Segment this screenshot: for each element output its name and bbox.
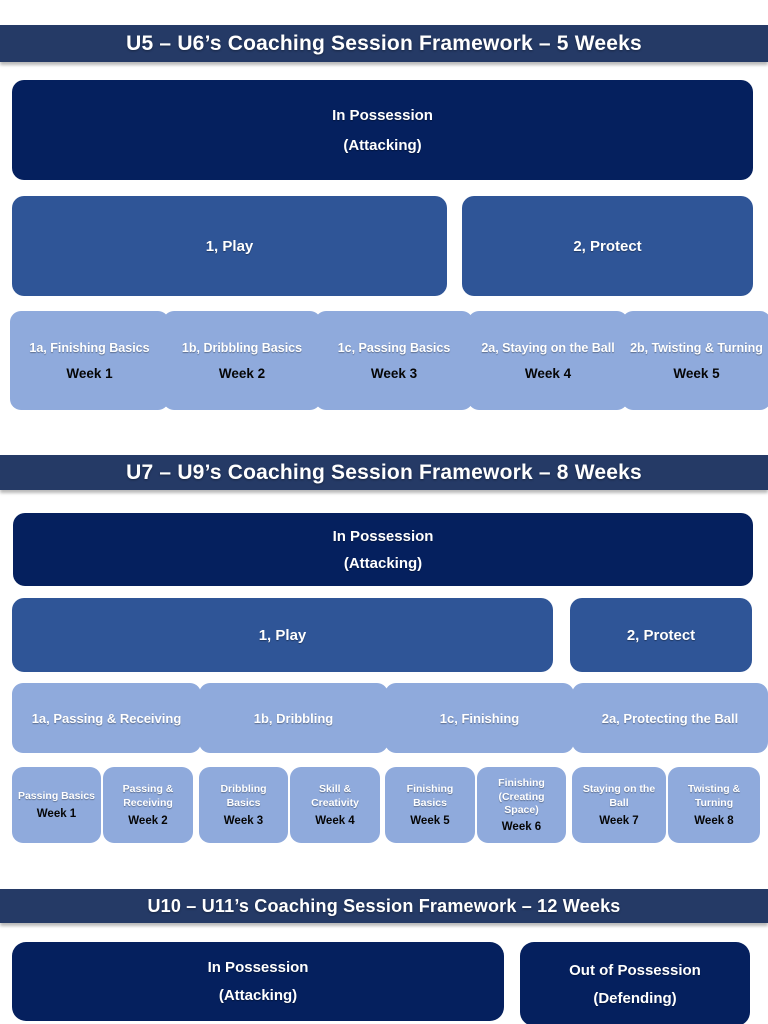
subgroup-box: 2a, Protecting the Ball xyxy=(572,683,768,753)
week-box-title: 1c, Passing Basics xyxy=(337,341,451,356)
week-label: Week 6 xyxy=(501,820,542,833)
subgroup-box: 1b, Dribbling xyxy=(199,683,388,753)
subgroup-box: 1a, Passing & Receiving xyxy=(12,683,201,753)
week-box-title: 2a, Staying on the Ball xyxy=(481,341,615,356)
group-box-protect-u5: 2, Protect xyxy=(462,196,753,296)
week-label: Week 3 xyxy=(223,815,264,828)
week-box-title: Dribbling Basics xyxy=(220,782,267,809)
group-box-protect-u7: 2, Protect xyxy=(570,598,752,672)
section-header-u5-u6: U5 – U6’s Coaching Session Framework – 5… xyxy=(0,25,768,62)
week-label: Week 4 xyxy=(315,815,355,828)
week-label: Week 3 xyxy=(370,365,418,381)
week-label: Week 5 xyxy=(673,365,720,381)
week-box: Finishing Basics Week 5 xyxy=(385,767,475,843)
week-box-title: 1a, Finishing Basics xyxy=(29,341,150,356)
week-box: 1b, Dribbling Basics Week 2 xyxy=(163,311,321,410)
phase-line-2: (Attacking) xyxy=(218,987,298,1004)
phase-line-2: (Attacking) xyxy=(343,136,422,154)
group-box-play-u5: 1, Play xyxy=(12,196,447,296)
week-box: Passing & Receiving Week 2 xyxy=(103,767,193,843)
week-box: 1c, Passing Basics Week 3 xyxy=(315,311,473,410)
week-box-title: Skill & Creativity xyxy=(311,782,359,809)
section-header-u7-u9: U7 – U9’s Coaching Session Framework – 8… xyxy=(0,455,768,490)
week-box: 2a, Staying on the Ball Week 4 xyxy=(468,311,628,410)
phase-line-2: (Defending) xyxy=(593,989,677,1007)
week-label: Week 1 xyxy=(36,808,77,821)
week-box-title: Finishing Basics xyxy=(406,782,454,809)
week-box-title: Twisting & Turning xyxy=(687,782,741,809)
phase-line-1: Out of Possession xyxy=(569,961,701,979)
week-box: 1a, Finishing Basics Week 1 xyxy=(10,311,169,410)
phase-line-1: In Possession xyxy=(332,527,434,545)
week-box-title: Finishing (Creating Space) xyxy=(498,777,545,817)
week-label: Week 2 xyxy=(218,365,266,381)
week-label: Week 7 xyxy=(599,815,639,828)
week-box-title: 1b, Dribbling Basics xyxy=(181,341,303,356)
week-box: Dribbling Basics Week 3 xyxy=(199,767,288,843)
week-box: Finishing (Creating Space) Week 6 xyxy=(477,767,566,843)
phase-box-out-of-possession-u10: Out of Possession (Defending) xyxy=(520,942,750,1024)
week-box: 2b, Twisting & Turning Week 5 xyxy=(622,311,768,410)
week-label: Week 5 xyxy=(410,815,450,828)
phase-box-in-possession-u10: In Possession (Attacking) xyxy=(12,942,504,1021)
group-box-play-u7: 1, Play xyxy=(12,598,553,672)
phase-line-1: In Possession xyxy=(207,959,309,976)
week-box: Staying on the Ball Week 7 xyxy=(572,767,666,843)
section-header-u10-u11: U10 – U11’s Coaching Session Framework –… xyxy=(0,889,768,923)
week-box: Passing Basics Week 1 xyxy=(12,767,101,843)
week-label: Week 1 xyxy=(66,365,113,381)
week-label: Week 4 xyxy=(524,365,572,381)
week-box-title: Staying on the Ball xyxy=(582,782,656,809)
phase-line-1: In Possession xyxy=(332,106,433,124)
week-box-title: Passing & Receiving xyxy=(122,782,174,809)
week-label: Week 8 xyxy=(694,815,734,828)
phase-box-in-possession-u7: In Possession (Attacking) xyxy=(13,513,753,586)
week-label: Week 2 xyxy=(128,815,168,828)
subgroup-box: 1c, Finishing xyxy=(385,683,574,753)
week-box-title: Passing Basics xyxy=(17,789,96,802)
phase-line-2: (Attacking) xyxy=(343,554,423,572)
week-box: Skill & Creativity Week 4 xyxy=(290,767,380,843)
phase-box-in-possession-u5: In Possession (Attacking) xyxy=(12,80,753,180)
week-box: Twisting & Turning Week 8 xyxy=(668,767,760,843)
week-box-title: 2b, Twisting & Turning xyxy=(630,341,763,356)
